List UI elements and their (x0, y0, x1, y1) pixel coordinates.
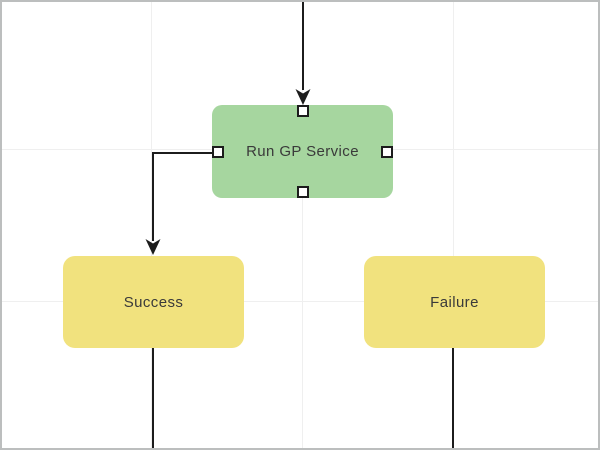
node-label: Run GP Service (246, 143, 359, 160)
arrowhead-down-icon (145, 239, 161, 255)
node-run-gp-service[interactable]: Run GP Service (212, 105, 393, 198)
node-failure[interactable]: Failure (364, 256, 545, 348)
grid-line-vertical (151, 2, 152, 448)
connector-incoming-top[interactable] (295, 2, 311, 105)
node-success[interactable]: Success (63, 256, 244, 348)
connection-handle-right[interactable] (381, 145, 393, 158)
connection-handle-left[interactable] (212, 145, 224, 158)
connection-handle-bottom[interactable] (296, 186, 309, 198)
arrowhead-down-icon (295, 89, 311, 105)
node-label: Failure (430, 293, 479, 311)
connector-gp-to-success[interactable] (145, 152, 214, 255)
node-label: Success (123, 293, 184, 311)
connection-handle-top[interactable] (296, 105, 309, 117)
